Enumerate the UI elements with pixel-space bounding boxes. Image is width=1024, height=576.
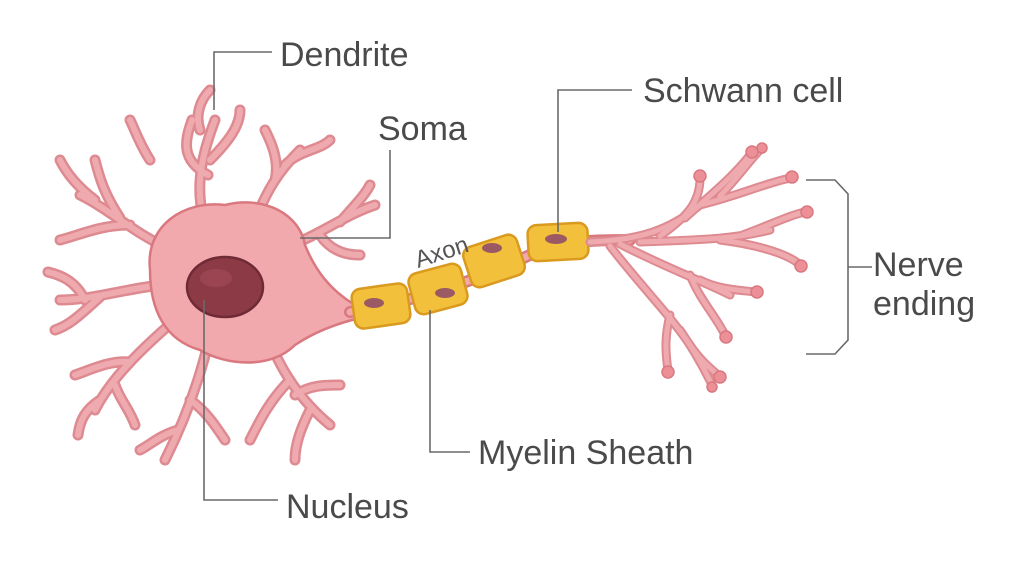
soma-leader	[300, 150, 391, 239]
nucleus-shape	[185, 255, 265, 319]
myelin-segment	[461, 233, 527, 289]
myelin-sheath-label: Myelin Sheath	[478, 434, 693, 472]
schwann-cell-leader	[557, 89, 632, 232]
nucleus-leader	[203, 300, 278, 501]
dendrite-label: Dendrite	[280, 36, 409, 74]
leader-lines	[203, 51, 872, 501]
dendrite-leader	[213, 51, 272, 110]
axon-terminals	[585, 142, 814, 393]
nerve-ending-bracket	[806, 179, 849, 355]
nucleus-label: Nucleus	[286, 488, 409, 526]
soma-label: Soma	[378, 110, 467, 148]
myelin-sheath-leader	[429, 310, 470, 453]
myelin-sheath-segments	[350, 221, 590, 330]
dendrites	[42, 84, 381, 466]
nerve-ending-label-line2: ending	[873, 285, 975, 323]
myelin-segment	[407, 262, 469, 316]
schwann-cell-label: Schwann cell	[643, 72, 843, 110]
nerve-ending-label-line1: Nerve	[873, 246, 964, 284]
